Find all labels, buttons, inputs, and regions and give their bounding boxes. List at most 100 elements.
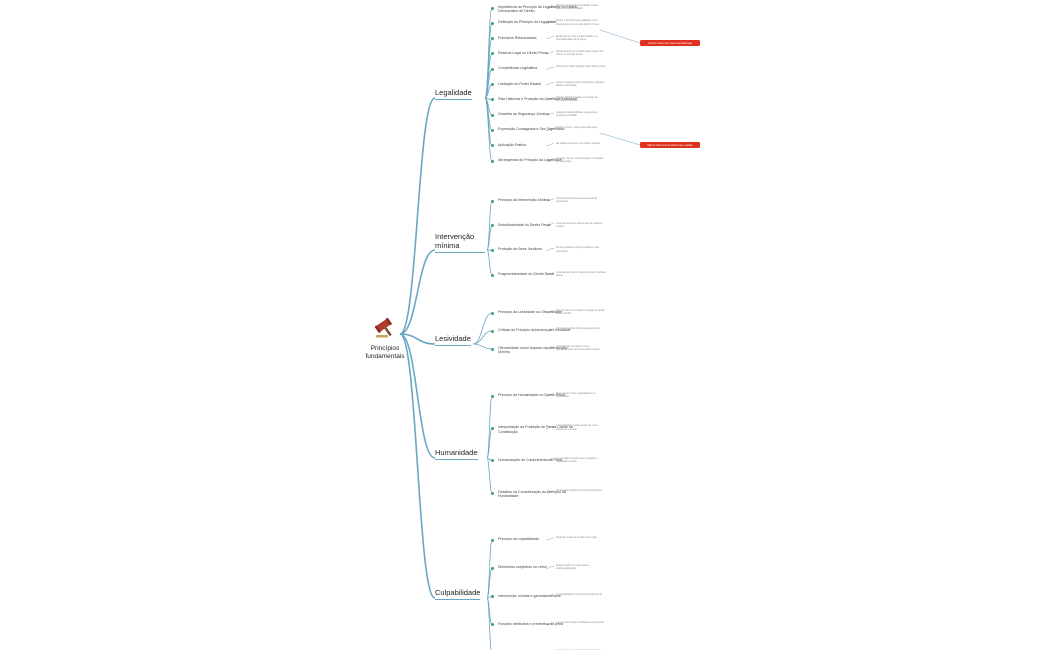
sub-dot <box>490 459 494 463</box>
sub-node[interactable]: Princípios Relacionados <box>498 35 537 40</box>
sub-node[interactable]: Críticas ao Princípio Autônomo da Lesivi… <box>498 328 571 332</box>
connector-line <box>545 112 555 116</box>
sub-dot <box>490 199 494 203</box>
leaf-note: Na prática a lei deve ser clara e precis… <box>556 141 600 145</box>
sub-node[interactable]: Princípio da culpabilidade <box>498 537 539 541</box>
sub-dot <box>490 6 494 10</box>
leaf-note: A execução da pena deve respeitar a dign… <box>556 456 598 463</box>
branch-0[interactable]: Legalidade <box>435 88 472 100</box>
sub-node[interactable]: Expressão Consagrada e Seu Significado <box>498 127 565 132</box>
leaf-note: Veda penas cruéis, degradantes ou desuma… <box>556 392 596 399</box>
leaf-note: O direito penal só deve atuar quando nec… <box>556 197 598 204</box>
sub-dot <box>490 83 494 86</box>
sub-dot <box>490 159 494 163</box>
connector-line <box>399 333 436 599</box>
sub-node[interactable]: Princípio da Lesividade ou Ofensividade <box>498 310 563 314</box>
sub-node[interactable]: Importância do Princípio da Legalidade n… <box>498 5 578 14</box>
connector-line <box>545 248 555 251</box>
branch-2[interactable]: Lesividade <box>435 334 471 346</box>
sub-node[interactable]: Subsidiariedade do Direito Penal <box>498 222 551 227</box>
sub-node[interactable]: Fragmentariedade do Direito Penal <box>498 272 554 276</box>
sub-dot <box>490 273 494 277</box>
connector-line <box>484 97 493 162</box>
leaf-note: Somente a lei em sentido estrito pode cr… <box>556 49 604 57</box>
connector-line <box>545 458 555 461</box>
sub-node[interactable]: Ofensividade como Aspecto da Intervenção… <box>498 346 568 355</box>
connector-line <box>545 272 555 276</box>
sub-node[interactable]: Definição do Princípio da Legalidade <box>498 20 557 25</box>
sub-dot <box>490 329 494 333</box>
root-title: Princípios fundamentais <box>365 345 405 360</box>
sub-dot <box>490 566 494 570</box>
branch-4[interactable]: Culpabilidade <box>435 588 481 600</box>
connector-line <box>545 21 555 24</box>
connector-line <box>545 143 555 146</box>
sub-node[interactable]: Princípio da Intervenção Mínima <box>498 198 550 202</box>
sub-node[interactable]: Elementos subjetivos no crime <box>498 565 547 570</box>
sub-node[interactable]: Competência Legislativa <box>498 66 538 71</box>
connector-line <box>545 426 555 429</box>
connector-line <box>545 622 555 625</box>
connector-line <box>545 66 555 70</box>
root-node[interactable]: Princípios fundamentais <box>355 317 415 361</box>
connector-line <box>472 343 493 350</box>
connector-line <box>399 249 436 335</box>
connector-line <box>545 158 555 162</box>
connector-line <box>486 457 493 494</box>
sub-dot <box>490 224 494 228</box>
sub-dot <box>490 347 494 351</box>
connector-line <box>599 132 641 146</box>
sub-node[interactable]: Abrangência do Princípio da Legalidade <box>498 158 562 162</box>
connector-line <box>545 566 555 569</box>
sub-dot <box>490 394 494 398</box>
leaf-note: A culpabilidade limita a intervenção pen… <box>556 592 602 596</box>
branch-label: Legalidade <box>435 88 472 97</box>
sub-dot <box>490 52 494 56</box>
branch-label: Culpabilidade <box>435 588 481 597</box>
connector-line <box>545 51 555 55</box>
leaf-note: Compete à União legislar sobre direito p… <box>556 65 606 69</box>
sub-dot <box>490 491 494 495</box>
leaf-note: Origem histórica ligada à proteção da li… <box>556 95 598 102</box>
sub-dot <box>490 113 494 117</box>
sub-node[interactable]: Intervenção mínima e garantia humana <box>498 593 561 598</box>
leaf-note: Reforça a proteção do cidadão contra abu… <box>556 4 598 11</box>
sub-node[interactable]: Raiz Histórica e Proteção da Liberdade I… <box>498 96 577 101</box>
branch-3[interactable]: Humanidade <box>435 448 478 460</box>
callout-note[interactable]: Não há crime sem lei anterior que o defi… <box>640 142 700 148</box>
connector-line <box>545 82 555 85</box>
sub-node[interactable]: Humanização do Cumprimento da Pena <box>498 457 562 462</box>
leaf-note: Abrange crimes, contravenções e medidas … <box>556 157 604 164</box>
branch-1[interactable]: Intervenção mínima <box>435 232 485 253</box>
leaf-note: O direito penal é a ultima ratio do sist… <box>556 221 603 228</box>
sub-node[interactable]: Funções retributiva e preventiva da pena <box>498 621 564 626</box>
leaf-note: Assegura previsibilidade e segurança jur… <box>556 111 598 118</box>
branch-label: Lesividade <box>435 334 471 343</box>
connector-line <box>399 333 436 459</box>
connector-line <box>486 597 492 650</box>
connector-line <box>486 249 493 276</box>
connector-line <box>545 128 555 131</box>
sub-dot <box>490 144 494 148</box>
leaf-note: Ninguém pode ser punido sem culpa <box>556 536 597 539</box>
sub-node[interactable]: Aplicação Prática <box>498 142 526 147</box>
leaf-note: Protege apenas os bens jurídicos mais re… <box>556 246 600 253</box>
sub-node[interactable]: Limitação do Poder Estatal <box>498 81 541 86</box>
connector-line <box>545 97 555 101</box>
leaf-note: A pena tem funções retributiva e prevent… <box>556 620 605 624</box>
sub-dot <box>490 21 494 25</box>
branch-label: Intervenção mínima <box>435 232 475 250</box>
sub-node[interactable]: Desafios na Concretização do Princípio d… <box>498 490 566 499</box>
connector-line <box>545 537 555 541</box>
sub-node[interactable]: Proteção de Bens Jurídicos <box>498 247 542 252</box>
sub-dot <box>490 128 494 132</box>
sub-node[interactable]: Interpretação da Proibição de Penas Crué… <box>498 425 573 434</box>
sub-node[interactable]: Reserva Legal no Direito Penal <box>498 50 548 55</box>
sub-dot <box>490 248 494 252</box>
sub-node[interactable]: Garantia da Segurança Jurídica <box>498 112 549 117</box>
sub-node[interactable]: Princípio da Humanidade no Direito Penal <box>498 393 565 397</box>
gavel-icon <box>374 317 392 338</box>
callout-note[interactable]: Nenhum crime sem prévia previsão legal <box>640 40 700 46</box>
sub-dot <box>490 37 494 41</box>
